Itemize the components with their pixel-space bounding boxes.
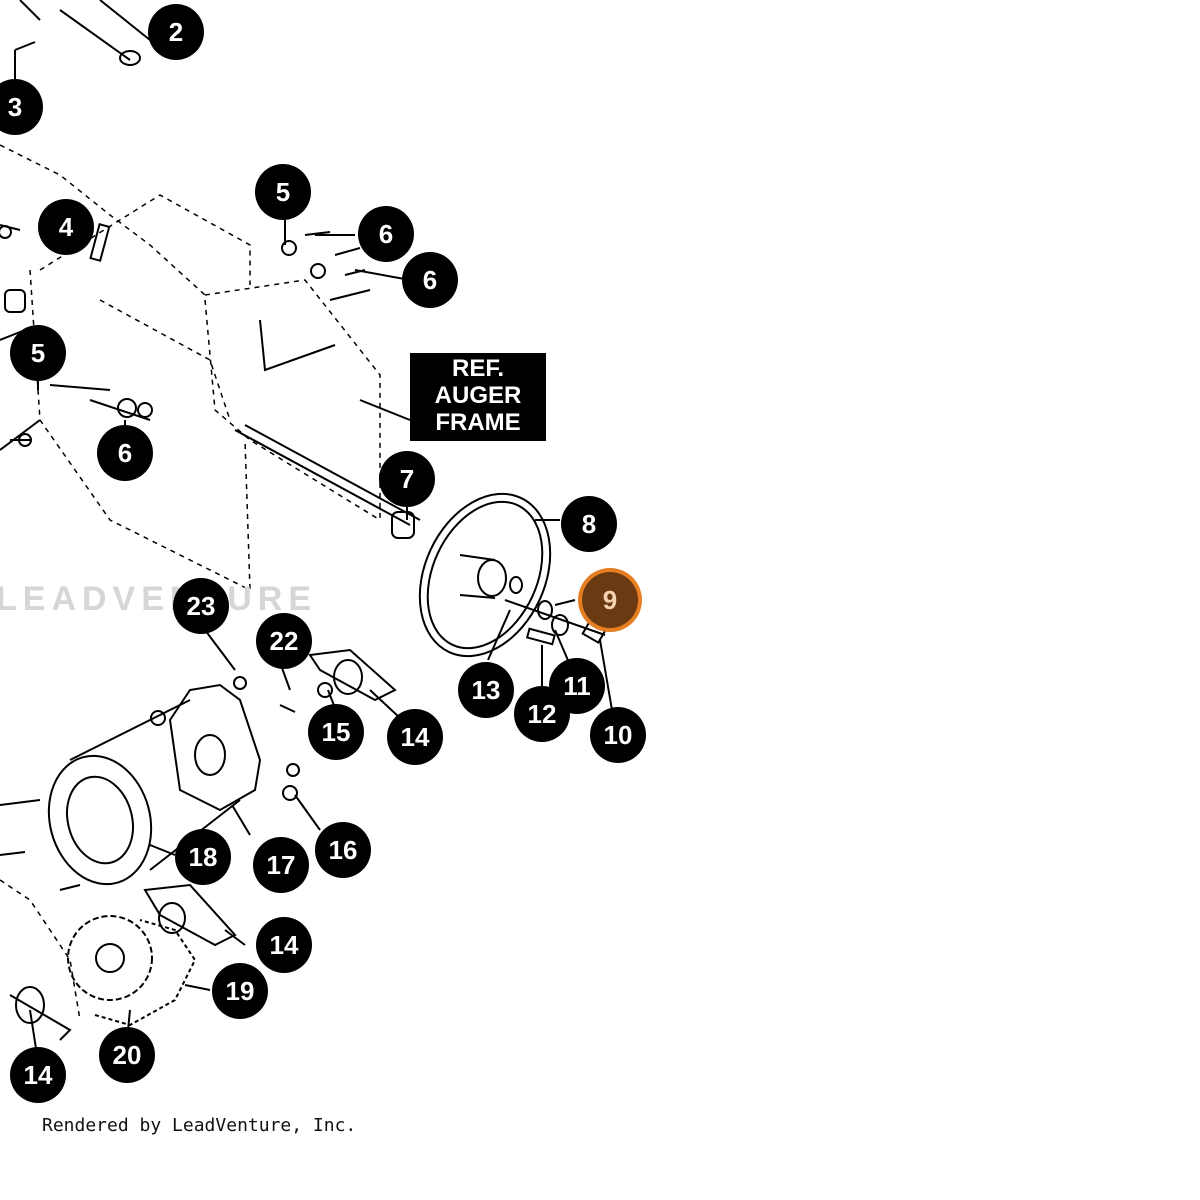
drum-part <box>47 754 153 886</box>
callout-part-18[interactable]: 18 <box>175 829 231 885</box>
callout-part-6[interactable]: 6 <box>358 206 414 262</box>
pulley-hub <box>477 559 507 597</box>
drum-inner <box>66 775 134 865</box>
callout-part-6[interactable]: 6 <box>402 252 458 308</box>
bolt-head-part <box>581 620 607 644</box>
pulley-hub-lines <box>459 554 496 599</box>
bracket-hole <box>119 50 141 66</box>
callout-part-10[interactable]: 10 <box>590 707 646 763</box>
callout-part-9-highlighted[interactable]: 9 <box>582 572 638 628</box>
flange-part <box>308 648 397 702</box>
leader-lines <box>29 220 613 1056</box>
bracket-plate-part <box>168 683 262 812</box>
key-part <box>525 627 556 646</box>
flange-part-2 <box>143 883 237 947</box>
washer-mid-2 <box>282 785 298 801</box>
callout-part-13[interactable]: 13 <box>458 662 514 718</box>
washer-flange <box>317 682 333 698</box>
callout-part-12[interactable]: 12 <box>514 686 570 742</box>
callout-part-5[interactable]: 5 <box>255 164 311 220</box>
bearing-part <box>391 511 415 539</box>
washer-mid <box>150 710 166 726</box>
spring-part <box>89 223 111 262</box>
reference-label-line-2: AUGER <box>434 382 522 409</box>
nut-mid <box>233 676 247 690</box>
reference-label-line-3: FRAME <box>435 409 521 436</box>
bracket-arm-part <box>19 0 151 61</box>
callout-part-14[interactable]: 14 <box>387 709 443 765</box>
flange-bearing-2 <box>158 902 186 934</box>
clip-part <box>279 704 296 713</box>
washer-left <box>0 225 12 239</box>
bolts-left <box>0 799 81 891</box>
lock-washer-part <box>551 614 569 636</box>
pulley-part <box>418 492 552 658</box>
bolts-top <box>304 231 371 301</box>
callout-part-5[interactable]: 5 <box>10 325 66 381</box>
credit-text: Rendered by LeadVenture, Inc. <box>42 1115 357 1136</box>
reference-label-auger-frame: REF. AUGER FRAME <box>410 353 546 441</box>
washer-top <box>281 240 297 256</box>
spacer-part <box>4 289 26 313</box>
sprocket-part <box>67 915 153 1001</box>
callout-part-7[interactable]: 7 <box>379 451 435 507</box>
plate-part <box>259 319 336 372</box>
washer-part <box>537 600 553 620</box>
flange-bearing <box>333 659 363 695</box>
reference-label-line-1: REF. <box>451 355 504 382</box>
callout-part-16[interactable]: 16 <box>315 822 371 878</box>
callout-part-2[interactable]: 2 <box>148 4 204 60</box>
ring-part <box>509 576 523 594</box>
callout-part-22[interactable]: 22 <box>256 613 312 669</box>
callout-part-23[interactable]: 23 <box>173 578 229 634</box>
nut-part-2 <box>137 402 153 418</box>
callout-part-20[interactable]: 20 <box>99 1027 155 1083</box>
watermark: LEADVENTURE <box>0 580 318 618</box>
nut-part <box>117 398 137 418</box>
callout-part-19[interactable]: 19 <box>212 963 268 1019</box>
washer-top-2 <box>310 263 326 279</box>
washer-left-2 <box>18 433 32 447</box>
callout-part-14[interactable]: 14 <box>256 917 312 973</box>
shaft-line <box>234 429 411 526</box>
lower-bearing-part <box>15 986 45 1024</box>
pulley-groove <box>426 500 544 650</box>
callout-part-15[interactable]: 15 <box>308 704 364 760</box>
callout-part-6[interactable]: 6 <box>97 425 153 481</box>
callout-part-17[interactable]: 17 <box>253 837 309 893</box>
lower-bracket <box>9 994 72 1041</box>
callout-part-8[interactable]: 8 <box>561 496 617 552</box>
callout-part-11[interactable]: 11 <box>549 658 605 714</box>
callout-part-3[interactable]: 3 <box>0 79 43 135</box>
sprocket-hub <box>95 943 125 973</box>
callout-part-4[interactable]: 4 <box>38 199 94 255</box>
chain-part <box>94 919 197 1027</box>
callout-part-14[interactable]: 14 <box>10 1047 66 1103</box>
shaft-line-2 <box>244 424 421 521</box>
plate-hole <box>194 734 226 776</box>
nut-mid-2 <box>286 763 300 777</box>
